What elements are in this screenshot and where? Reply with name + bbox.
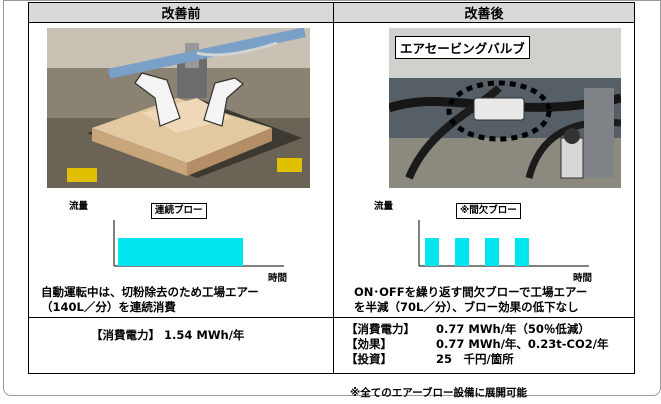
after-photo: エアセービングバルブ	[389, 28, 621, 188]
after-photo-callout: エアセービングバルブ	[395, 36, 530, 59]
flow-pulse	[515, 238, 529, 266]
effect-row: 【投資】 25 千円/箇所	[346, 352, 634, 367]
after-graph-x-label: 時間	[572, 273, 592, 284]
before-power-cell: 【消費電力】 1.54 MWh/年	[28, 317, 334, 374]
after-graph-axes	[418, 220, 589, 267]
effect-label: 【消費電力】	[346, 322, 415, 336]
after-caption: ON･OFFを繰り返す間欠ブローで工場エアー を半減（70L／分）、ブロー効果の…	[354, 285, 588, 314]
before-graph-axes	[113, 220, 284, 267]
effect-row: 【消費電力】 0.77 MWh/年（50％低減）	[346, 322, 634, 337]
after-effects-cell: 【消費電力】 0.77 MWh/年（50％低減） 【効果】 0.77 MWh/年、0.…	[333, 317, 635, 374]
flow-pulse	[485, 238, 499, 266]
effect-value: 0.77 MWh/年（50％低減）	[436, 322, 590, 336]
after-effects: 【消費電力】 0.77 MWh/年（50％低減） 【効果】 0.77 MWh/年、0.…	[334, 318, 634, 367]
header-after: 改善後	[333, 2, 635, 23]
comparison-table: 改善前 改善後	[28, 2, 635, 374]
before-caption: 自動運転中は、切粉除去のため工場エアー （140L／分）を連続消費	[41, 285, 259, 314]
flow-pulse	[425, 238, 439, 266]
flow-bar	[118, 238, 243, 266]
before-cell: 流量 連続ブロー 時間 自動運転中は、切粉除去のため工場エアー （140L／分）…	[28, 22, 334, 318]
before-flow-graph: 流量 連続ブロー 時間	[69, 198, 289, 284]
effect-value: 0.77 MWh/年、0.23t-CO2/年	[436, 337, 609, 351]
after-graph-y-label: 流量	[374, 201, 394, 212]
effect-row: 【効果】 0.77 MWh/年、0.23t-CO2/年	[346, 337, 634, 352]
flow-pulse	[455, 238, 469, 266]
effect-value: 25 千円/箇所	[436, 352, 514, 366]
before-graph-tag: 連続ブロー	[151, 203, 207, 219]
before-photo	[47, 28, 310, 188]
footnote: ※全てのエアーブロー設備に展開可能	[350, 387, 527, 399]
before-graph-x-label: 時間	[267, 273, 287, 284]
header-before: 改善前	[28, 2, 334, 23]
effect-label: 【効果】	[346, 337, 392, 351]
before-power: 【消費電力】 1.54 MWh/年	[91, 328, 245, 342]
after-flow-graph: 流量 ※間欠ブロー 時間	[374, 198, 594, 284]
effect-label: 【投資】	[346, 352, 392, 366]
after-cell: エアセービングバルブ 流量 ※間欠ブロー 時間 ON･OFFを繰り返す間欠ブロー…	[333, 22, 635, 318]
before-graph-y-label: 流量	[69, 201, 89, 212]
after-graph-tag: ※間欠ブロー	[456, 203, 521, 219]
